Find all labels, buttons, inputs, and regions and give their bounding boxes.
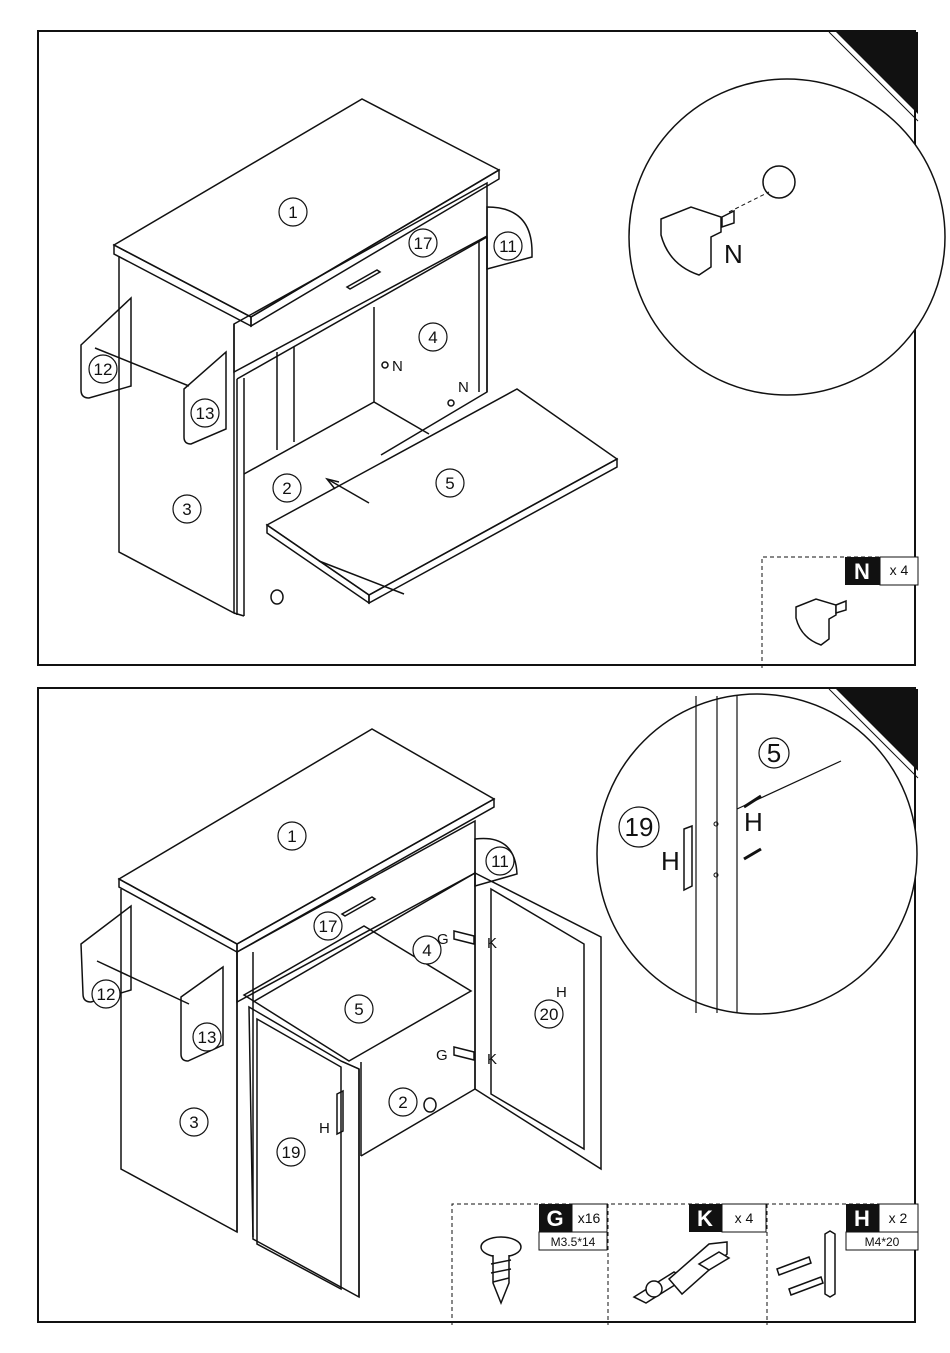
- part-label-12: 12: [94, 360, 113, 379]
- part-label-2: 2: [398, 1093, 407, 1112]
- hardware-label-k: K: [487, 1051, 497, 1068]
- detail-part-19: 19: [625, 812, 654, 842]
- parts-size-h: M4*20: [865, 1235, 900, 1249]
- part-label-4: 4: [428, 328, 437, 347]
- part-label-17: 17: [414, 234, 433, 253]
- part-label-3: 3: [189, 1113, 198, 1132]
- part-label-2: 2: [282, 479, 291, 498]
- part-label-13: 13: [198, 1028, 217, 1047]
- parts-code-k: K: [697, 1206, 713, 1231]
- detail-screw-label-h: H: [744, 807, 763, 837]
- parts-qty-g: x16: [578, 1210, 601, 1226]
- part-label-11: 11: [491, 852, 509, 871]
- parts-box-qty: x 4: [890, 562, 909, 578]
- part-label-12: 12: [97, 985, 116, 1004]
- hardware-label-n: N: [458, 379, 469, 396]
- hardware-label-n: N: [392, 358, 403, 375]
- part-label-4: 4: [422, 941, 431, 960]
- hardware-label-k: K: [487, 935, 497, 952]
- part-label-1: 1: [288, 203, 297, 222]
- hardware-label-h: H: [319, 1120, 330, 1137]
- part-label-5: 5: [445, 474, 454, 493]
- step-2-text: 1 11 17 4 12 5 13 2 3 19 20 G K G K H: [39, 689, 918, 1325]
- parts-code-h: H: [854, 1206, 870, 1231]
- hardware-label-h: H: [556, 984, 567, 1001]
- part-label-1: 1: [287, 827, 296, 846]
- hardware-label-g: G: [436, 1047, 448, 1064]
- step-1-panel: 1 17 11 12 13 4 2 5 3 N N N N x 4: [37, 30, 916, 666]
- parts-size-g: M3.5*14: [551, 1235, 596, 1249]
- parts-box-code: N: [854, 559, 870, 584]
- part-label-5: 5: [354, 1000, 363, 1019]
- part-label-13: 13: [196, 404, 215, 423]
- parts-code-g: G: [546, 1206, 563, 1231]
- detail-label-n: N: [724, 239, 743, 269]
- part-label-11: 11: [499, 237, 517, 256]
- parts-qty-h: x 2: [889, 1210, 908, 1226]
- part-label-3: 3: [182, 500, 191, 519]
- part-label-19: 19: [282, 1143, 301, 1162]
- detail-handle-label-h: H: [661, 846, 680, 876]
- part-label-17: 17: [319, 917, 338, 936]
- step-2-panel: 1 11 17 4 12 5 13 2 3 19 20 G K G K H: [37, 687, 916, 1323]
- part-label-20: 20: [540, 1005, 559, 1024]
- parts-qty-k: x 4: [735, 1210, 754, 1226]
- hardware-label-g: G: [437, 931, 449, 948]
- step-1-text: 1 17 11 12 13 4 2 5 3 N N N N x 4: [39, 32, 918, 668]
- detail-part-5: 5: [767, 738, 781, 768]
